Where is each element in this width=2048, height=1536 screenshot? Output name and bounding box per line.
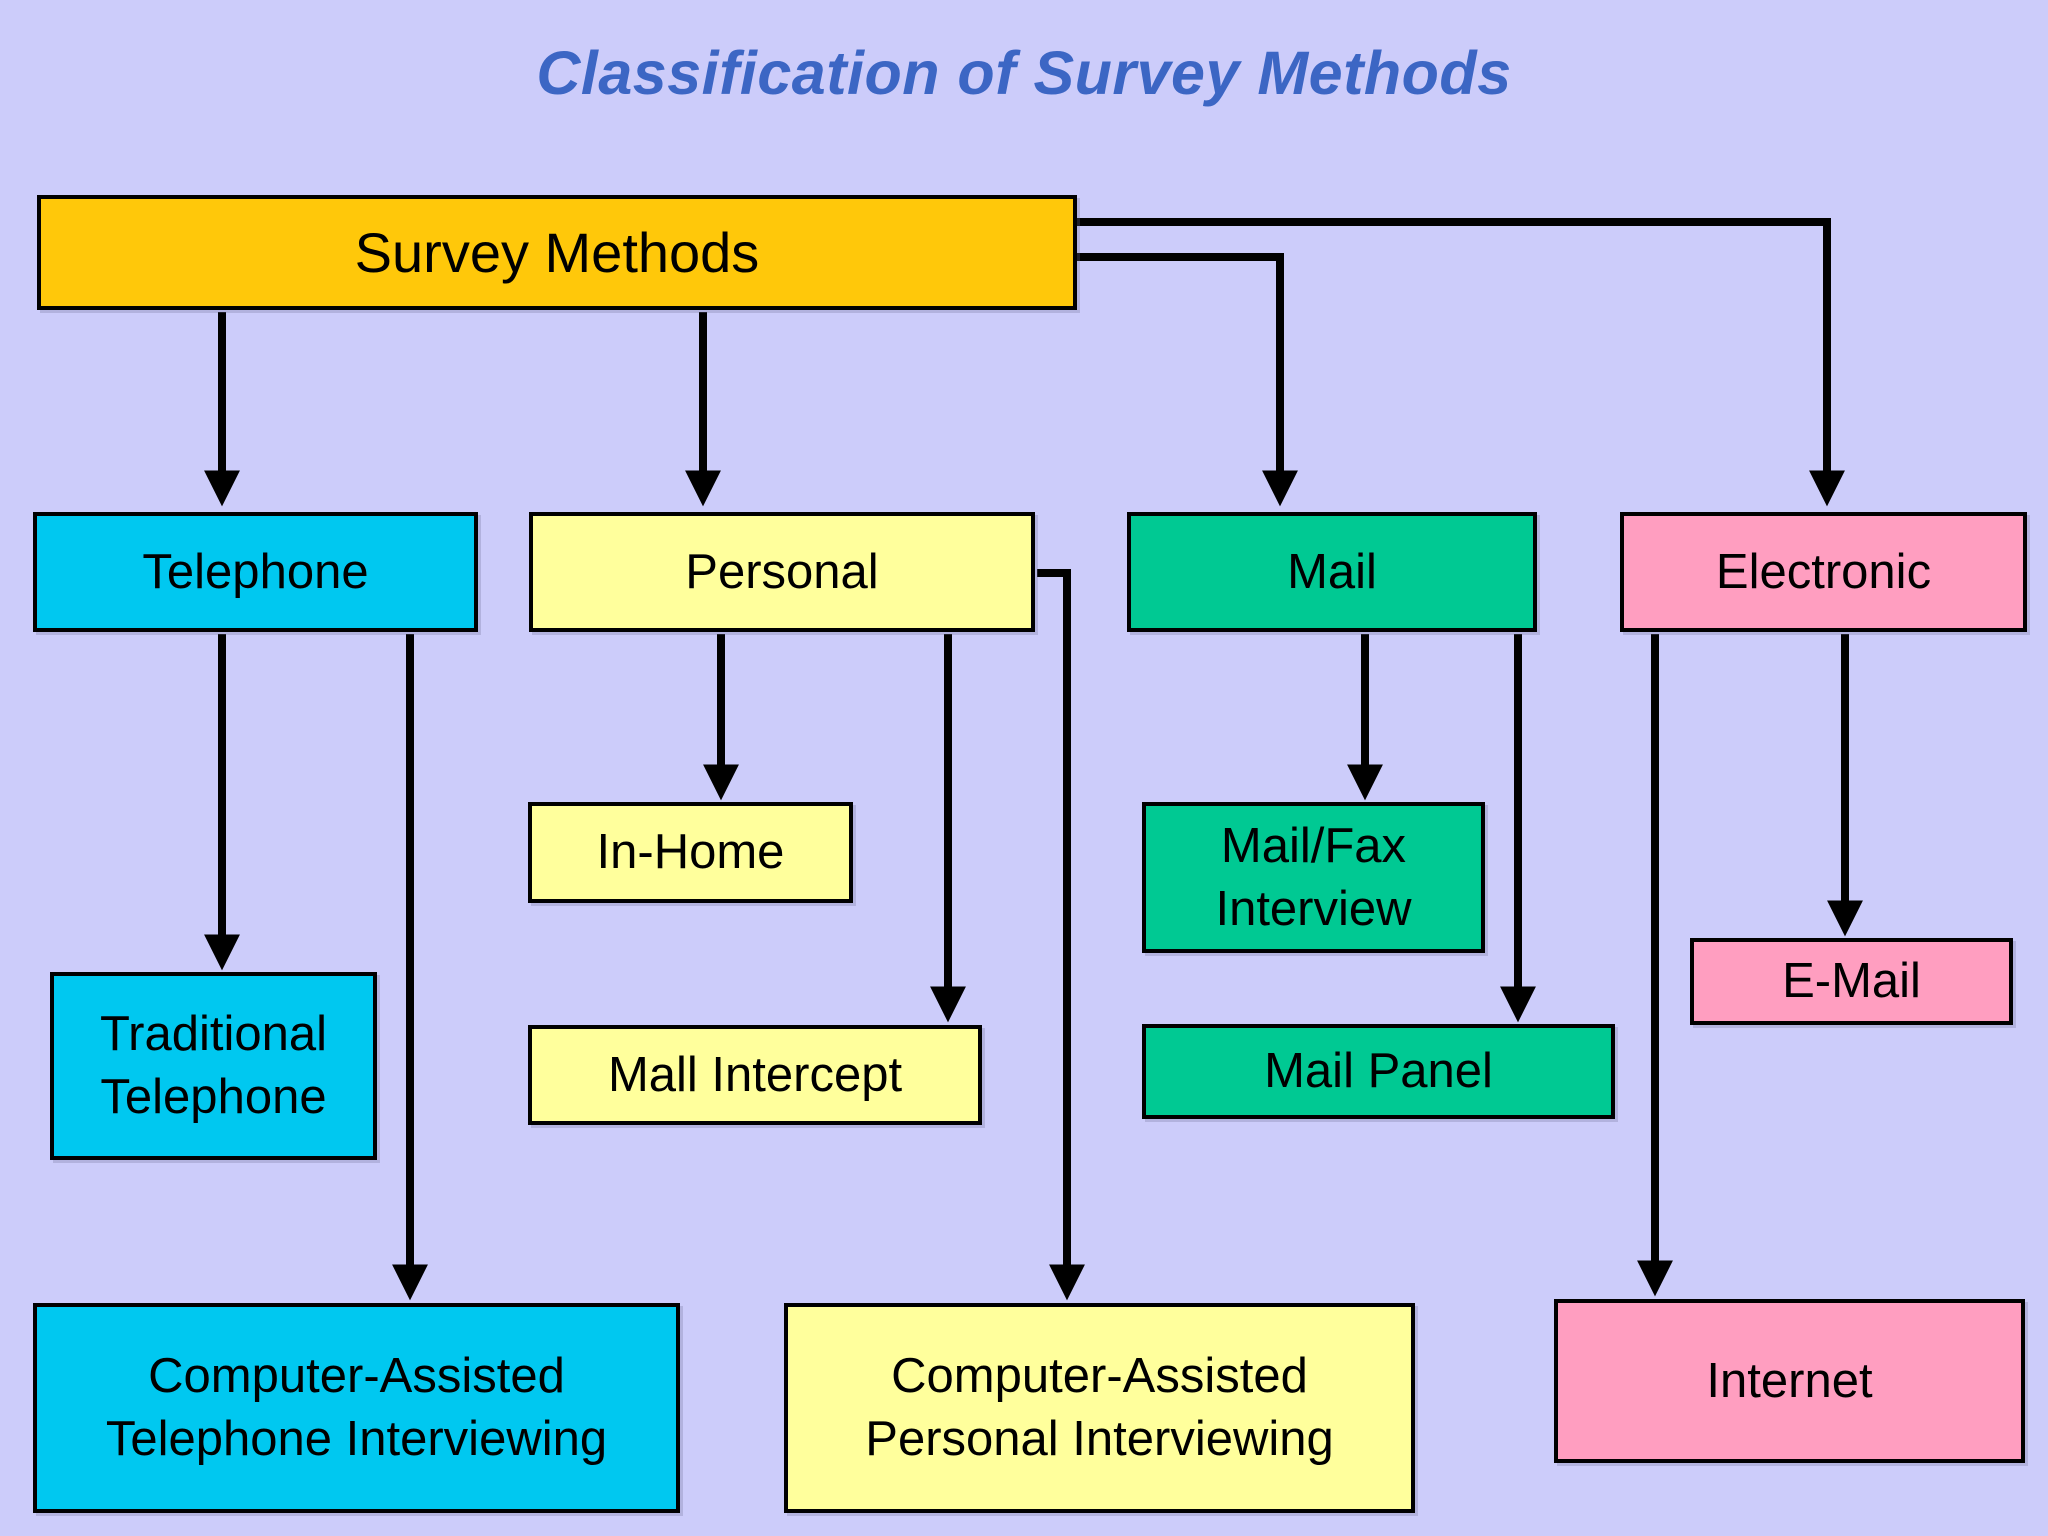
node-mall-intercept-label: Mall Intercept (607, 1047, 903, 1102)
node-mail-fax-interview-label: Mail/Fax Interview (1215, 818, 1412, 936)
node-in-home: In-Home (528, 802, 853, 903)
node-cati-label: Computer-Assisted Telephone Interviewing (105, 1349, 608, 1466)
node-computer-assisted-personal-interviewing: Computer-Assisted Personal Interviewing (784, 1303, 1415, 1513)
node-mall-intercept: Mall Intercept (528, 1025, 982, 1125)
node-internet: Internet (1554, 1299, 2025, 1463)
node-internet-label: Internet (1706, 1353, 1873, 1408)
edge-survey-to-mail (1077, 253, 1298, 507)
node-capi-label: Computer-Assisted Personal Interviewing (865, 1349, 1334, 1466)
node-telephone-label: Telephone (142, 544, 369, 599)
node-mail: Mail (1127, 512, 1537, 632)
node-personal-label: Personal (685, 544, 879, 599)
node-personal: Personal (529, 512, 1035, 632)
node-telephone: Telephone (33, 512, 478, 632)
node-survey-methods-label: Survey Methods (354, 220, 760, 284)
node-in-home-label: In-Home (596, 825, 785, 880)
edge-personal-to-capi (1037, 569, 1085, 1301)
node-mail-panel: Mail Panel (1142, 1024, 1615, 1119)
edge-survey-to-electronic (1077, 218, 1845, 507)
node-traditional-telephone: Traditional Telephone (50, 972, 377, 1160)
node-electronic-label: Electronic (1715, 544, 1932, 599)
node-mail-fax-interview: Mail/Fax Interview (1142, 802, 1485, 953)
page-title: Classification of Survey Methods (536, 39, 1512, 107)
node-e-mail: E-Mail (1690, 938, 2013, 1025)
node-traditional-telephone-label: Traditional Telephone (100, 1007, 327, 1124)
node-mail-panel-label: Mail Panel (1264, 1044, 1493, 1099)
node-survey-methods: Survey Methods (37, 195, 1077, 310)
node-e-mail-label: E-Mail (1782, 954, 1921, 1009)
node-computer-assisted-telephone-interviewing: Computer-Assisted Telephone Interviewing (33, 1303, 680, 1513)
node-electronic: Electronic (1620, 512, 2027, 632)
node-mail-label: Mail (1287, 544, 1377, 599)
